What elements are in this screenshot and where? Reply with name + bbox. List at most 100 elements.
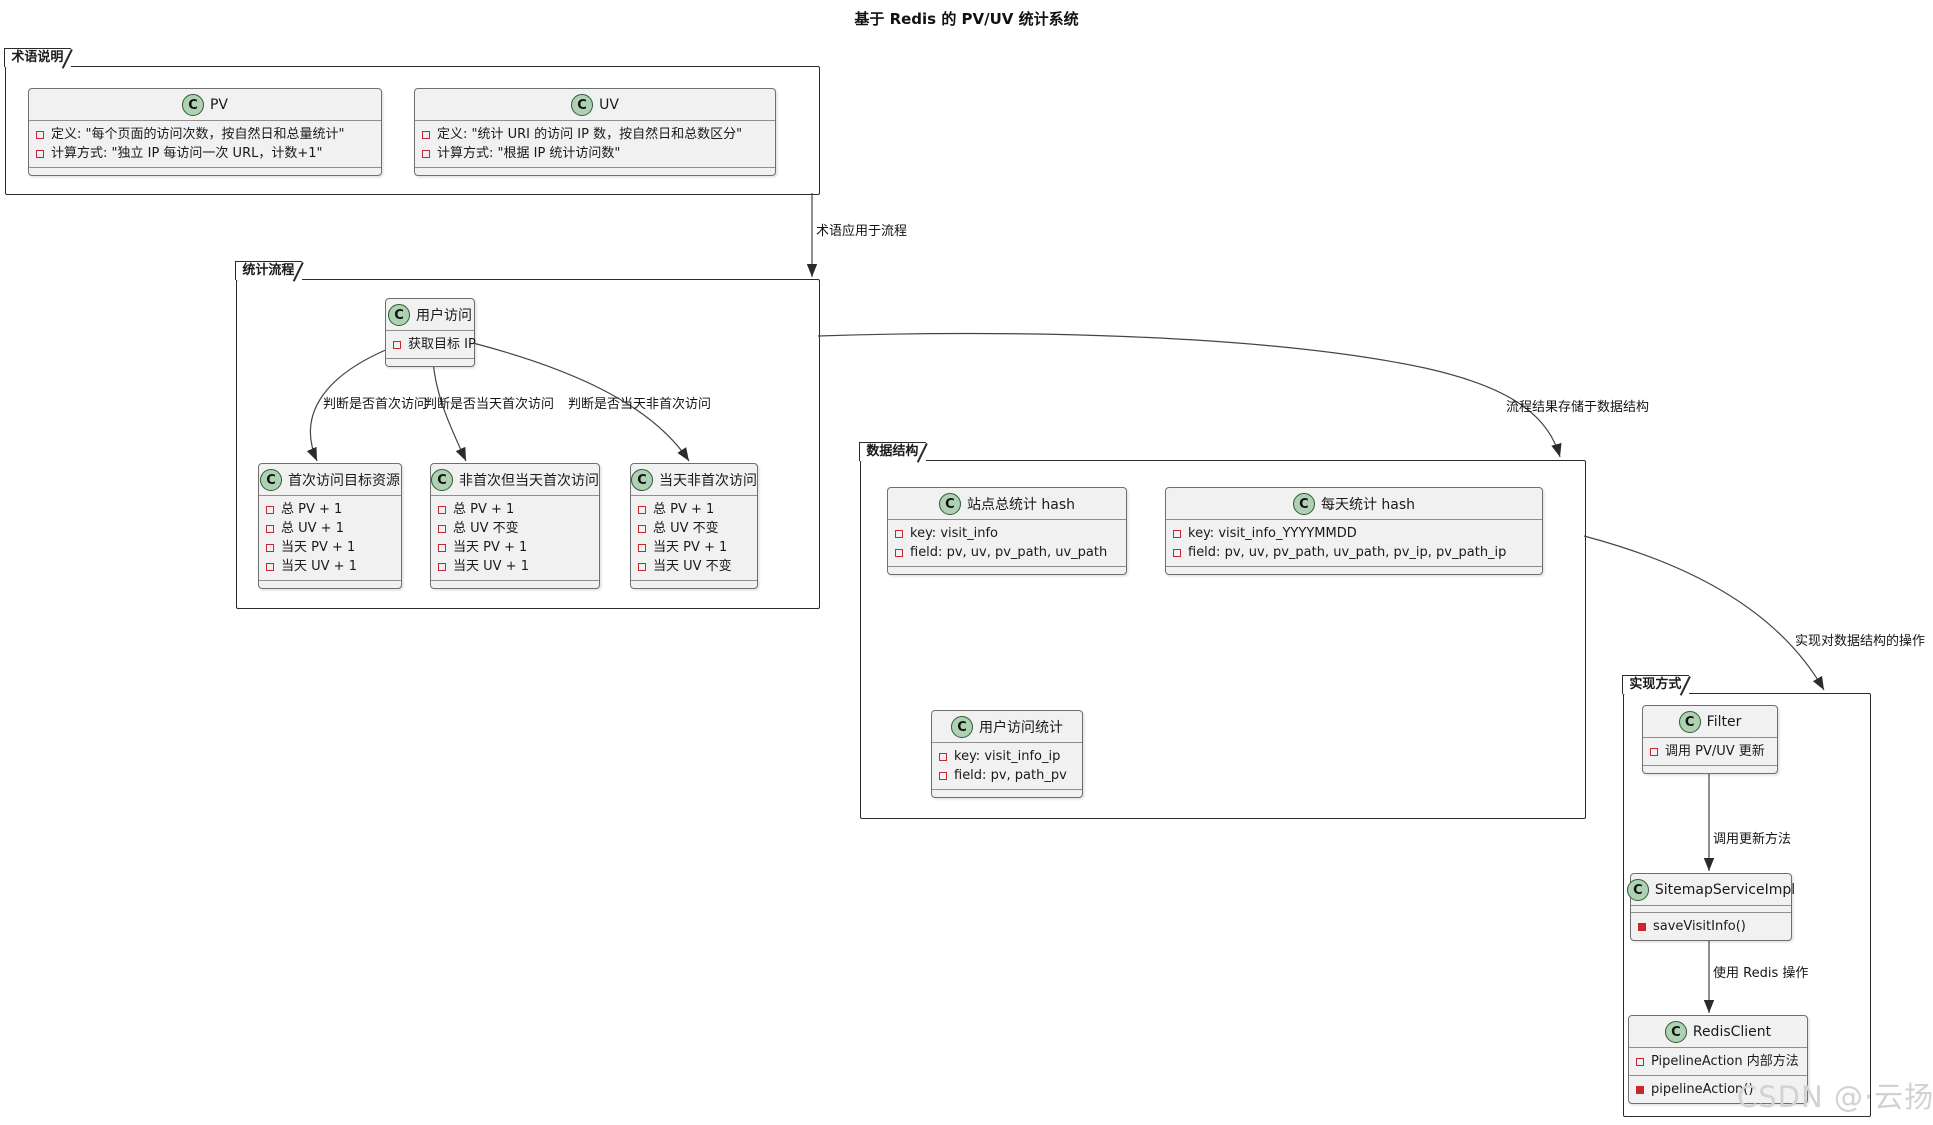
field-row: key: visit_info_YYYYMMDD (1173, 524, 1535, 543)
field-text: 当天 UV 不变 (653, 559, 732, 574)
watermark: CSDN @·云扬· (1737, 1080, 1933, 1114)
field-marker-icon (266, 543, 274, 552)
class-pv: C PV 定义: "每个页面的访问次数，按自然日和总量统计" 计算方式: "独立… (28, 88, 382, 176)
field-marker-icon (36, 149, 44, 158)
method-text: pipelineAction() (1651, 1082, 1754, 1097)
field-marker-icon (939, 752, 947, 761)
field-row: 总 UV 不变 (438, 519, 592, 538)
class-daily-hash-methods-empty (1166, 567, 1542, 574)
field-row: 总 UV 不变 (638, 519, 750, 538)
field-marker-icon (438, 524, 446, 533)
field-text: 总 UV + 1 (281, 521, 344, 536)
field-row: 计算方式: "根据 IP 统计访问数" (422, 144, 768, 163)
class-site-hash-fields: key: visit_info field: pv, uv, pv_path, … (888, 520, 1126, 567)
field-marker-icon (638, 543, 646, 552)
field-text: field: pv, path_pv (954, 768, 1067, 783)
class-site-hash-methods-empty (888, 567, 1126, 574)
edge-label-data-impl: 实现对数据结构的操作 (1795, 634, 1926, 649)
class-first-visit-title: C 首次访问目标资源 (259, 464, 401, 496)
field-marker-icon (438, 543, 446, 552)
package-data-tab: 数据结构 (859, 442, 927, 461)
field-text: 当天 PV + 1 (653, 540, 728, 555)
package-data: 数据结构 (859, 442, 1586, 819)
field-marker-icon (895, 529, 903, 538)
field-marker-icon (266, 524, 274, 533)
class-daily-hash: C 每天统计 hash key: visit_info_YYYYMMDD fie… (1165, 487, 1543, 575)
class-redis-client-methods: pipelineAction() (1629, 1076, 1807, 1103)
edge-label-call-update: 调用更新方法 (1713, 832, 1792, 847)
class-filter-name: Filter (1706, 714, 1742, 730)
field-marker-icon (438, 505, 446, 514)
field-text: key: visit_info (910, 526, 998, 541)
field-row: 总 UV + 1 (266, 519, 394, 538)
class-first-visit: C 首次访问目标资源 总 PV + 1 总 UV + 1 当天 PV + 1 当… (258, 463, 402, 589)
class-first-visit-methods-empty (259, 581, 401, 588)
class-site-hash: C 站点总统计 hash key: visit_info field: pv, … (887, 487, 1127, 575)
class-icon: C (571, 94, 594, 116)
class-day-not-first-visit-name: 当天非首次访问 (659, 473, 757, 489)
class-filter-fields: 调用 PV/UV 更新 (1643, 738, 1777, 766)
package-flow-tab: 统计流程 (235, 261, 303, 280)
class-day-not-first-visit: C 当天非首次访问 总 PV + 1 总 UV 不变 当天 PV + 1 当天 … (630, 463, 758, 589)
field-text: PipelineAction 内部方法 (1651, 1054, 1799, 1069)
class-pv-methods-empty (29, 168, 381, 175)
field-marker-icon (638, 524, 646, 533)
class-sitemap-service-title: C SitemapServiceImpl (1626, 874, 1795, 906)
edge-visit-to-day-first (432, 360, 467, 462)
class-filter: C Filter 调用 PV/UV 更新 (1642, 705, 1778, 774)
class-pv-name: PV (209, 97, 229, 113)
field-row: 总 PV + 1 (638, 500, 750, 519)
class-redis-client-fields: PipelineAction 内部方法 (1629, 1048, 1807, 1076)
field-text: 当天 PV + 1 (453, 540, 528, 555)
field-marker-icon (895, 548, 903, 557)
field-text: 总 UV 不变 (653, 521, 719, 536)
field-text: 定义: "每个页面的访问次数，按自然日和总量统计" (51, 127, 345, 142)
field-marker-icon (939, 771, 947, 780)
field-text: 计算方式: "根据 IP 统计访问数" (437, 146, 621, 161)
class-icon: C (1678, 711, 1701, 733)
class-uv-methods-empty (415, 168, 775, 175)
field-marker-icon (422, 130, 430, 139)
class-filter-title: C Filter (1643, 706, 1777, 738)
field-text: 获取目标 IP (408, 337, 476, 352)
field-text: key: visit_info_ip (954, 749, 1061, 764)
package-terms: 术语说明 (4, 48, 820, 195)
field-marker-icon (266, 505, 274, 514)
edge-label-judge-day-first: 判断是否当天首次访问 (424, 397, 555, 412)
class-redis-client-name: RedisClient (1692, 1024, 1772, 1040)
class-site-hash-name: 站点总统计 hash (966, 497, 1076, 513)
field-marker-icon (1173, 529, 1181, 538)
field-text: 当天 UV + 1 (281, 559, 357, 574)
class-sitemap-service-name: SitemapServiceImpl (1654, 882, 1796, 898)
edge-data-to-impl (1583, 535, 1825, 691)
field-row: key: visit_info_ip (939, 747, 1075, 766)
class-icon: C (631, 469, 653, 491)
class-day-first-visit-methods-empty (431, 581, 599, 588)
method-row: pipelineAction() (1636, 1080, 1800, 1099)
field-marker-icon (1173, 548, 1181, 557)
class-site-hash-title: C 站点总统计 hash (888, 488, 1126, 520)
field-row: 总 PV + 1 (266, 500, 394, 519)
field-text: field: pv, uv, pv_path, uv_path (910, 545, 1108, 560)
field-marker-icon (438, 562, 446, 571)
edge-flow-to-data (817, 332, 1562, 458)
field-marker-icon (266, 562, 274, 571)
class-redis-client: C RedisClient PipelineAction 内部方法 pipeli… (1628, 1015, 1808, 1104)
field-row: 当天 UV + 1 (438, 557, 592, 576)
field-row: 获取目标 IP (393, 335, 476, 354)
field-text: 定义: "统计 URI 的访问 IP 数，按自然日和总数区分" (437, 127, 743, 142)
field-marker-icon (638, 505, 646, 514)
method-marker-icon (1636, 1085, 1644, 1094)
class-icon: C (260, 469, 282, 491)
field-row: field: pv, path_pv (939, 766, 1075, 785)
class-icon: C (951, 716, 973, 738)
field-row: key: visit_info (895, 524, 1119, 543)
class-uv-name: UV (599, 97, 619, 113)
class-visit-name: 用户访问 (416, 308, 472, 324)
class-day-not-first-visit-title: C 当天非首次访问 (631, 464, 757, 496)
class-user-visit-stat: C 用户访问统计 key: visit_info_ip field: pv, p… (931, 710, 1083, 798)
field-text: 总 UV 不变 (453, 521, 519, 536)
class-day-first-visit: C 非首次但当天首次访问 总 PV + 1 总 UV 不变 当天 PV + 1 … (430, 463, 600, 589)
